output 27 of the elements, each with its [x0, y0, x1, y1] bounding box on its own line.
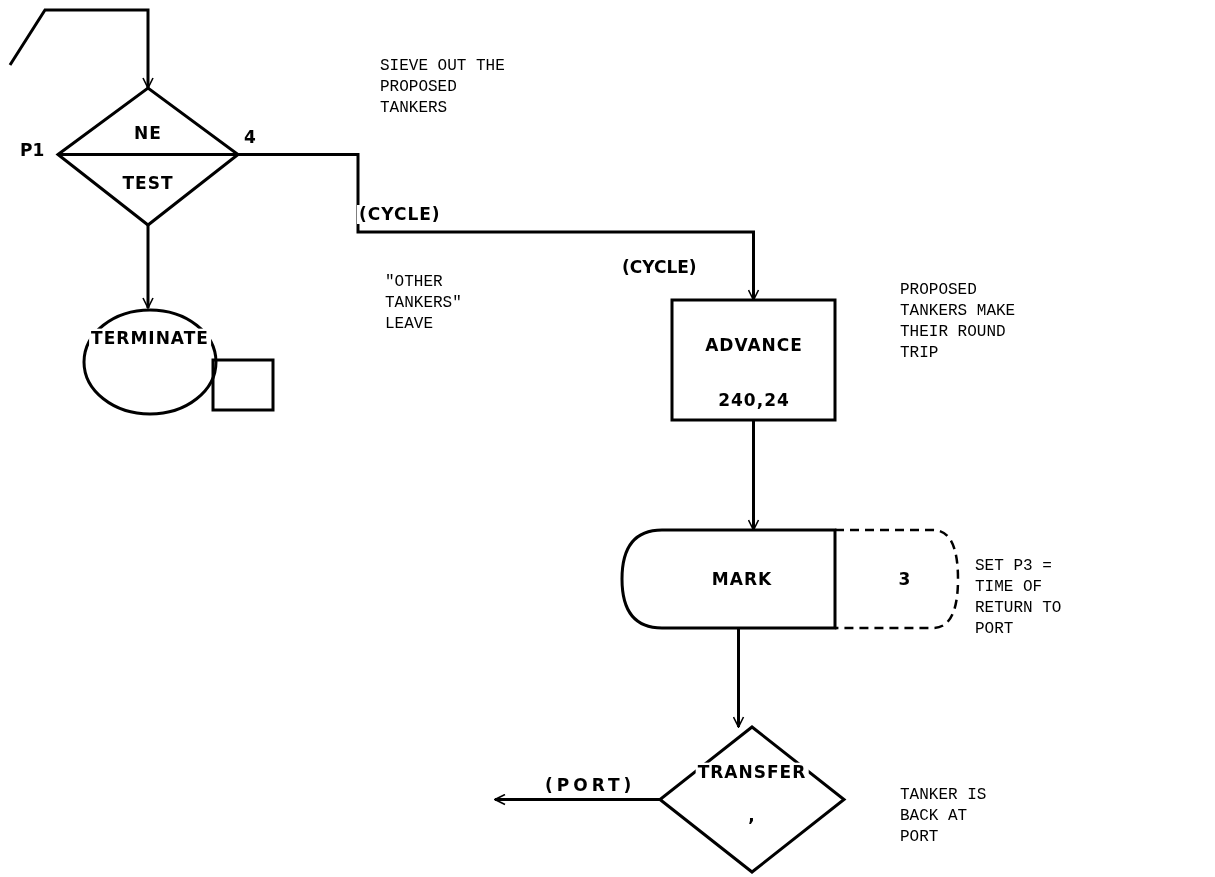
test-diamond [58, 88, 238, 225]
block-label: NE [134, 123, 162, 143]
comment-text: SIEVE OUT THE PROPOSED TANKERS [380, 56, 505, 119]
block-label: 3 [898, 569, 912, 589]
flow-arrow [732, 628, 745, 728]
transfer-diamond [660, 727, 844, 872]
block-label: TEST [122, 173, 174, 193]
block-label: MARK [711, 569, 773, 589]
block-label: , [748, 805, 756, 825]
block-label: ADVANCE [705, 335, 803, 355]
advance-box [672, 300, 835, 420]
flow-arrow [142, 225, 154, 309]
flow-arrow [8, 8, 154, 89]
parameter-box [835, 530, 958, 628]
flow-arrow [238, 153, 760, 301]
operand-label: 4 [243, 128, 257, 147]
mark-block [622, 530, 835, 628]
comment-text: SET P3 = TIME OF RETURN TO PORT [975, 556, 1063, 640]
flow-arrow [747, 420, 760, 531]
block-label: TERMINATE [89, 328, 211, 348]
flow-arrow [494, 793, 660, 806]
operand-label: P1 [19, 141, 46, 160]
operand-label: (CYCLE) [621, 258, 698, 277]
comment-text: TANKER IS BACK AT PORT [900, 785, 988, 848]
block-label: 240,24 [718, 390, 790, 410]
comment-text: PROPOSED TANKERS MAKE THEIR ROUND TRIP [900, 280, 1017, 364]
comment-text: "OTHER TANKERS" LEAVE [385, 272, 463, 335]
